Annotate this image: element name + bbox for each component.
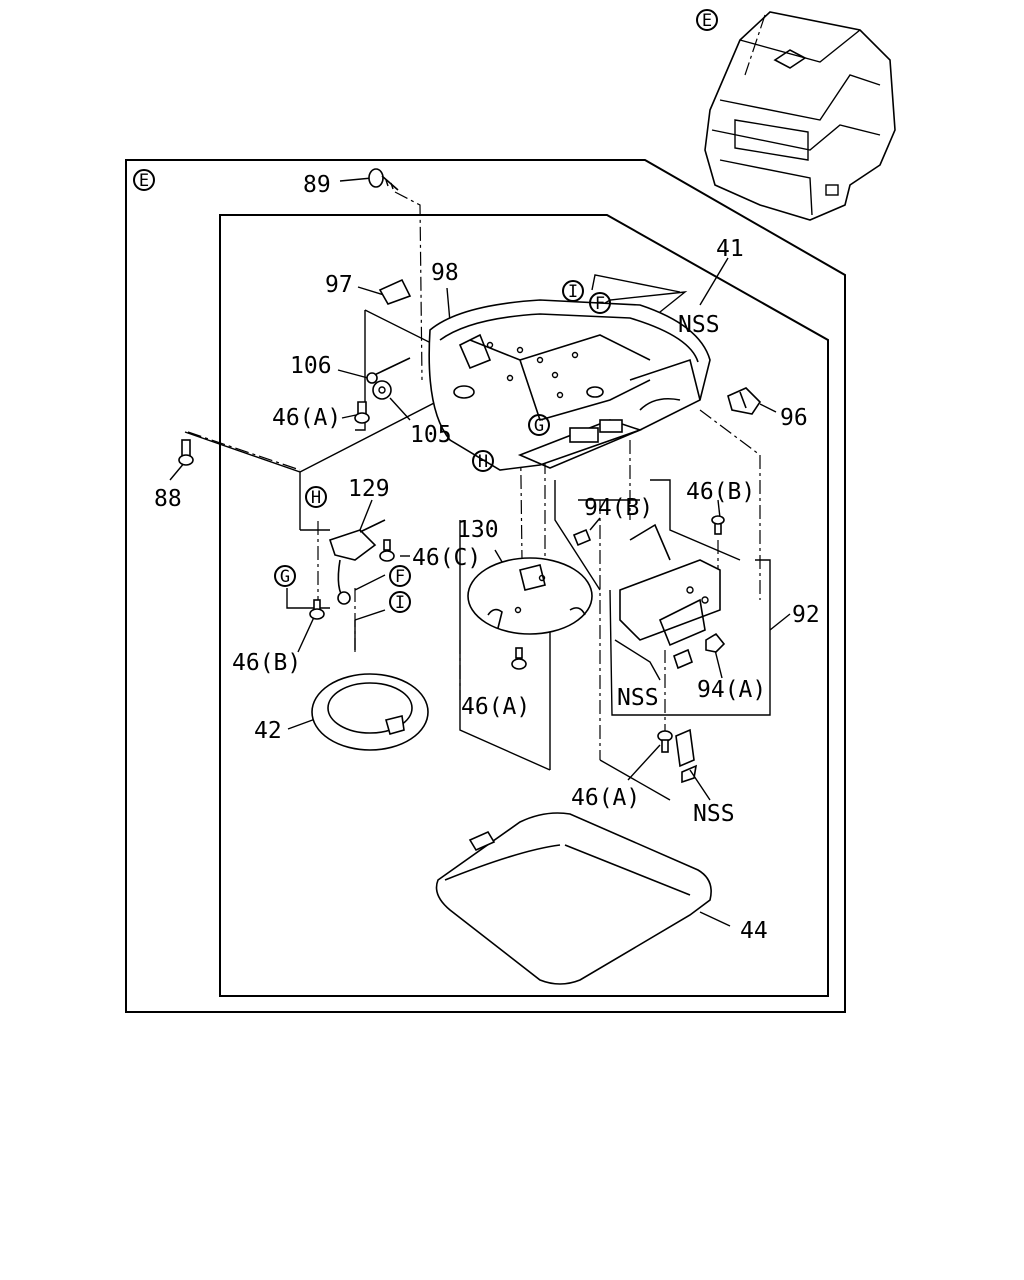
- callout-46a-upper: 46(A): [272, 405, 341, 431]
- callout-105: 105: [410, 422, 452, 448]
- marker-i-left: I: [389, 591, 411, 613]
- screw-46a-lower: [657, 730, 673, 753]
- callout-94b: 94(B): [584, 495, 653, 521]
- callout-42: 42: [254, 718, 282, 744]
- marker-h-left: H: [305, 486, 327, 508]
- callout-97: 97: [325, 272, 353, 298]
- callout-46a-lower: 46(A): [571, 785, 640, 811]
- callout-46b-right: 46(B): [686, 479, 755, 505]
- cab-overview-illustration: [704, 11, 896, 221]
- callout-94a: 94(A): [697, 677, 766, 703]
- socket-harness-129: [328, 519, 386, 605]
- svg-text:H: H: [311, 488, 321, 508]
- marker-view-frame: E: [133, 169, 155, 191]
- callout-96: 96: [780, 405, 808, 431]
- callout-41: 41: [716, 236, 744, 262]
- svg-text:F: F: [595, 294, 605, 314]
- callout-130: 130: [457, 517, 499, 543]
- callout-46a-middle: 46(A): [461, 694, 530, 720]
- marker-i-top: I: [562, 280, 584, 302]
- screw-46b-left: [309, 599, 325, 620]
- callout-92: 92: [792, 602, 820, 628]
- bracket-92: [619, 523, 721, 647]
- callout-88: 88: [154, 486, 182, 512]
- callout-nss-lower: NSS: [693, 801, 735, 827]
- clip-96: [727, 387, 762, 415]
- marker-view-cab: E: [696, 9, 718, 31]
- svg-text:F: F: [395, 567, 405, 587]
- nss-part-middle: [673, 648, 693, 670]
- svg-text:I: I: [568, 282, 578, 302]
- bolt-88: [178, 439, 194, 466]
- marker-f-top: F: [589, 292, 611, 314]
- callout-98: 98: [431, 260, 459, 286]
- reflector-plate-130: [467, 557, 593, 635]
- screw-89: [368, 168, 399, 191]
- screw-46b-right: [711, 515, 725, 535]
- label-97: [378, 278, 412, 305]
- svg-text:H: H: [478, 452, 488, 472]
- svg-text:G: G: [280, 567, 290, 587]
- svg-text:E: E: [702, 11, 712, 31]
- callout-129: 129: [348, 476, 390, 502]
- screw-46a-middle: [511, 647, 527, 670]
- screw-46c: [379, 539, 395, 562]
- svg-text:I: I: [395, 593, 405, 613]
- housing-41: [428, 299, 711, 471]
- callout-44: 44: [740, 918, 768, 944]
- pad-94a: [705, 632, 726, 653]
- marker-f-left: F: [389, 565, 411, 587]
- lens-cover-44: [435, 812, 712, 985]
- callout-46b-left: 46(B): [232, 650, 301, 676]
- callout-nss-middle: NSS: [617, 685, 659, 711]
- assembly-41-frame: [219, 214, 829, 997]
- screw-106: [366, 357, 411, 384]
- lamp-ring-42: [311, 673, 429, 751]
- callout-89: 89: [303, 172, 331, 198]
- view-e-frame: [125, 159, 846, 1013]
- marker-g-left: G: [274, 565, 296, 587]
- pad-94b: [572, 528, 592, 547]
- svg-text:G: G: [534, 416, 544, 436]
- callout-46c: 46(C): [412, 545, 481, 571]
- svg-text:E: E: [139, 171, 149, 191]
- callout-106: 106: [290, 353, 332, 379]
- screw-46a-upper: [354, 401, 370, 424]
- marker-h-top: H: [472, 450, 494, 472]
- callout-nss-top: NSS: [678, 312, 720, 338]
- nss-bracket-lower: [675, 728, 698, 784]
- marker-g-top: G: [528, 414, 550, 436]
- clip-105: [372, 380, 392, 400]
